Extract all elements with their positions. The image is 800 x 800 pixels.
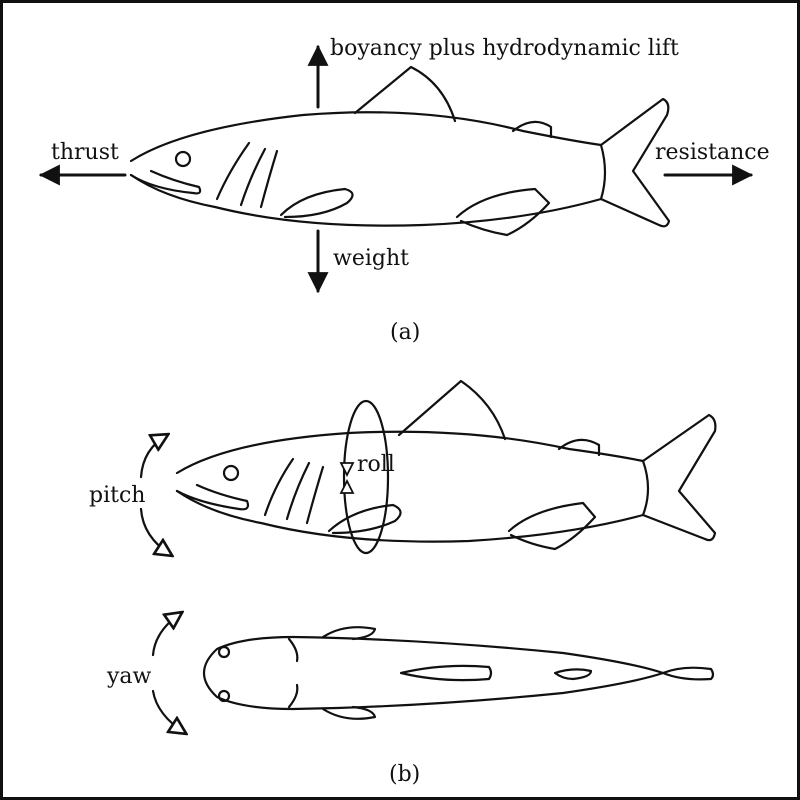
top-gill-left bbox=[287, 637, 299, 663]
caudal-peduncle-b bbox=[641, 459, 650, 517]
roll-ring bbox=[342, 399, 390, 555]
yaw-arrow-up bbox=[151, 613, 181, 657]
lower-jaw-b bbox=[175, 483, 250, 511]
roll-arrow-down bbox=[339, 462, 355, 478]
gill-arc-b1 bbox=[263, 457, 295, 517]
weight-label: weight bbox=[333, 246, 409, 271]
yaw-label: yaw bbox=[106, 664, 152, 689]
thrust-label: thrust bbox=[51, 140, 119, 165]
fish-side-view-b bbox=[175, 379, 717, 551]
roll-arrow-up bbox=[339, 478, 355, 494]
gill-arc-b3 bbox=[305, 465, 325, 525]
panel-a: boyancy plus hydrodynamic lift thrust re… bbox=[38, 36, 770, 345]
roll-label: roll bbox=[357, 452, 395, 477]
top-dorsal-fin bbox=[399, 664, 493, 682]
fish-top-view bbox=[202, 626, 715, 720]
caption-a: (a) bbox=[390, 320, 420, 345]
top-tail bbox=[661, 666, 715, 681]
gill-arc-1 bbox=[215, 141, 251, 201]
resistance-label: resistance bbox=[655, 140, 770, 165]
caption-b: (b) bbox=[389, 762, 420, 787]
adipose-fin bbox=[511, 120, 553, 139]
gill-arc-2 bbox=[239, 147, 267, 207]
top-adipose-fin bbox=[553, 668, 593, 681]
fish-body-outline-b bbox=[175, 413, 717, 543]
dorsal-fin-b bbox=[397, 379, 507, 441]
dorsal-fin bbox=[353, 65, 457, 123]
fish-body-outline bbox=[129, 97, 671, 228]
eye-b bbox=[222, 464, 240, 482]
top-pectoral-fin-left bbox=[321, 626, 377, 641]
pectoral-fin bbox=[279, 187, 354, 219]
top-pectoral-fin-right bbox=[321, 705, 377, 720]
yaw-arrow-down bbox=[151, 689, 185, 733]
pitch-arrow-up bbox=[139, 435, 167, 479]
lift-label: boyancy plus hydrodynamic lift bbox=[330, 36, 679, 61]
lower-jaw bbox=[129, 169, 202, 195]
panel-b: roll pitch yaw (b) bbox=[89, 379, 717, 787]
pitch-label: pitch bbox=[89, 483, 145, 508]
top-gill-right bbox=[287, 683, 299, 709]
pelvic-fin bbox=[455, 187, 551, 237]
pelvic-fin-b bbox=[507, 501, 597, 551]
pitch-arrow-down bbox=[139, 507, 171, 555]
top-body-outline bbox=[202, 635, 665, 711]
gill-arc-3 bbox=[259, 149, 279, 209]
gill-arc-b2 bbox=[285, 461, 311, 521]
top-eye-left bbox=[217, 645, 231, 659]
pectoral-fin-b bbox=[327, 503, 402, 535]
adipose-fin-b bbox=[557, 438, 601, 457]
caudal-peduncle bbox=[599, 143, 607, 201]
eye bbox=[174, 150, 192, 168]
fish-side-view-a bbox=[129, 65, 671, 237]
top-eye-right bbox=[217, 689, 231, 703]
fish-forces-diagram: boyancy plus hydrodynamic lift thrust re… bbox=[38, 36, 770, 787]
